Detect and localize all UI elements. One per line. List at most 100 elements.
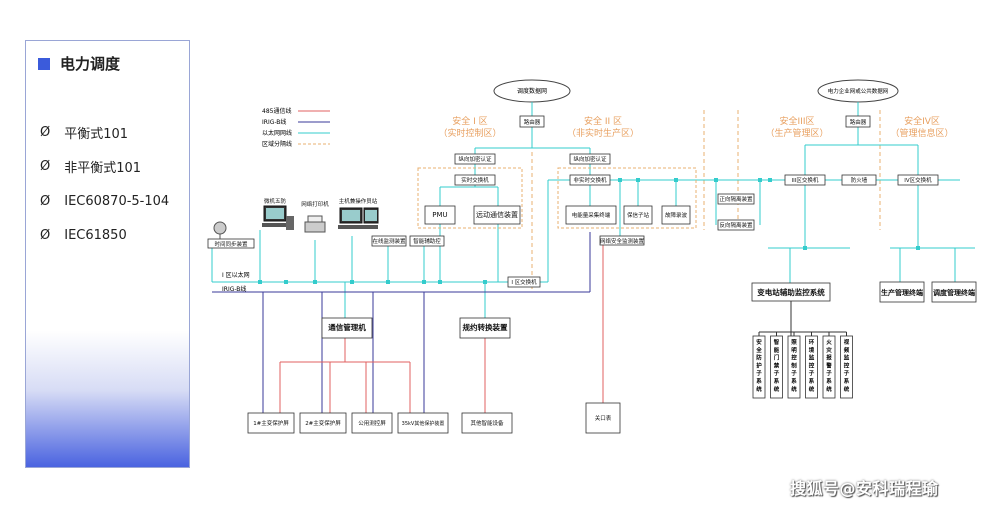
aux-subsystems: 安全防护子系统智能门禁子系统照明控制子系统环境监控子系统火灾报警子系统视频监控子… xyxy=(752,301,853,399)
router-box xyxy=(519,115,545,128)
legend-label: 485通信线 xyxy=(262,107,291,115)
zone1-title: 安全 I 区 xyxy=(452,115,487,127)
net-security-label: 网络安全监测装置 xyxy=(600,237,645,245)
router-label: 路由器 xyxy=(524,118,541,126)
connector-dots xyxy=(258,178,920,284)
zone1-subtitle: （实时控制区） xyxy=(438,127,501,139)
panel-title-text: 电力调度 xyxy=(60,55,121,73)
printer-label: 网络打印机 xyxy=(301,200,329,208)
rev-isolation-box xyxy=(717,219,755,231)
bottom-device-box xyxy=(461,412,513,434)
energy-terminal-label: 电能量采集终端 xyxy=(572,211,611,219)
telecontrol-label: 远动通信装置 xyxy=(476,210,518,219)
legend: 485通信线 IRIG-B线 以太网网线 区域分隔线 xyxy=(262,107,330,148)
time-sync-box xyxy=(207,238,255,249)
bottom-device-box xyxy=(247,412,295,434)
aux-subsystem-label: 视频监控子系统 xyxy=(844,338,850,393)
aux-subsystem-box xyxy=(752,335,766,399)
zone3-subtitle: （生产管理区） xyxy=(765,127,828,139)
rt-switch-label: 实时交换机 xyxy=(461,176,489,184)
fwd-isolation-box xyxy=(717,193,755,205)
fault-record-label: 故障录波 xyxy=(665,211,688,219)
legend-label: IRIG-B线 xyxy=(262,118,286,126)
workstation-icons xyxy=(213,205,379,239)
zone4-subtitle: （管理信息区） xyxy=(890,127,953,139)
aux-subsystem-label: 火灾报警子系统 xyxy=(825,339,832,393)
time-sync-label: 时间同步装置 xyxy=(214,240,248,248)
aux-subsystem-label: 照明控制子系统 xyxy=(791,338,797,393)
zone2-title: 安全 II 区 xyxy=(584,115,622,127)
ethernet-label: I 区以太网 xyxy=(222,271,250,279)
gateway-box xyxy=(585,402,621,434)
device-labels: 路由器 路由器 纵向加密认证 纵向加密认证 实时交换机 非实时交换机 PMU 远… xyxy=(214,118,975,427)
protocol-conv-label: 规约转换装置 xyxy=(463,322,508,332)
rt-switch-box xyxy=(454,174,496,186)
zone1-subbox xyxy=(417,167,523,229)
protocol-item: 平衡式101 xyxy=(64,126,129,142)
protocol-item: IEC60870-5-104 xyxy=(64,193,170,209)
bullet-mark: Ø xyxy=(40,159,51,175)
zone2-subbox xyxy=(557,167,697,229)
info-mgmt-label: 智能辅助控 xyxy=(413,237,441,245)
enterprise-network-label: 电力企业网或公共数据网 xyxy=(828,87,889,95)
bullet-mark: Ø xyxy=(40,193,51,209)
tower-icon xyxy=(286,216,294,230)
dispatch-network-label: 调度数据网 xyxy=(517,87,547,95)
comm-mgr-box xyxy=(321,317,373,339)
zone1-switch-label: I 区交换机 xyxy=(511,278,537,286)
gateway-label: 关口表 xyxy=(595,414,612,422)
irig-label: IRIG-B线 xyxy=(222,285,246,293)
screen-icon xyxy=(266,208,284,219)
vertical-enc-label: 纵向加密认证 xyxy=(458,155,492,163)
watermark: 搜狐号@安科瑞程瑜 xyxy=(790,479,939,498)
energy-terminal-box xyxy=(565,205,617,225)
online-monitor-label: 在线监测装置 xyxy=(372,237,406,245)
bottom-device-box xyxy=(351,412,393,434)
comm-mgr-label: 通信管理机 xyxy=(328,322,366,332)
screen-icon xyxy=(365,210,377,221)
bottom-device-box xyxy=(397,412,449,434)
nrt-switch-box xyxy=(569,174,611,186)
keyboard-icon xyxy=(262,223,288,227)
zone1-switch-box xyxy=(507,276,541,288)
workstation-label: 微机五防 xyxy=(264,197,287,205)
paper-icon xyxy=(307,215,323,223)
vertical-enc-label: 纵向加密认证 xyxy=(573,155,607,163)
telecontrol-box xyxy=(473,205,521,225)
list-item: Ø IEC61850 xyxy=(40,219,169,254)
dispatch-mgmt-box xyxy=(931,281,977,303)
prod-mgmt-box xyxy=(879,281,925,303)
panel-title: 电力调度 xyxy=(38,53,120,74)
protocol-conv-box xyxy=(459,317,511,339)
fault-record-box xyxy=(661,205,691,225)
device-boxes xyxy=(207,115,977,434)
zone2-subtitle: （非实时生产区） xyxy=(567,127,639,139)
protocol-item: IEC61850 xyxy=(64,228,127,244)
dispatch-mgmt-label: 调度管理终端 xyxy=(933,288,975,297)
rs485-lines xyxy=(279,244,604,413)
aux-monitor-label: 变电站辅助监控系统 xyxy=(757,287,825,297)
screen-icon xyxy=(342,210,360,221)
fwd-isolation-label: 正向隔离装置 xyxy=(719,195,753,203)
router-box xyxy=(845,115,871,128)
keyboard-icon xyxy=(338,225,378,229)
net-security-box xyxy=(599,235,645,246)
zone3-title: 安全III区 xyxy=(780,115,815,127)
aux-subsystem-label: 安全防护子系统 xyxy=(755,338,762,393)
bottom-device-label: 其他智能设备 xyxy=(470,419,504,427)
satellite-dish-icon xyxy=(213,221,227,235)
zone4-title: 安全IV区 xyxy=(904,115,940,127)
zone4-switch-box xyxy=(897,174,939,186)
bullet-mark: Ø xyxy=(40,228,51,244)
rev-isolation-label: 反向隔离装置 xyxy=(719,221,753,229)
bottom-device-label: 公用测控屏 xyxy=(358,419,386,427)
firewall-label: 防火墙 xyxy=(851,176,868,184)
legend-label: 以太网网线 xyxy=(262,129,292,137)
zone3-switch-label: III区交换机 xyxy=(792,176,819,184)
protection-sub-label: 保信子站 xyxy=(627,211,650,219)
aux-subsystem-box xyxy=(805,335,818,399)
